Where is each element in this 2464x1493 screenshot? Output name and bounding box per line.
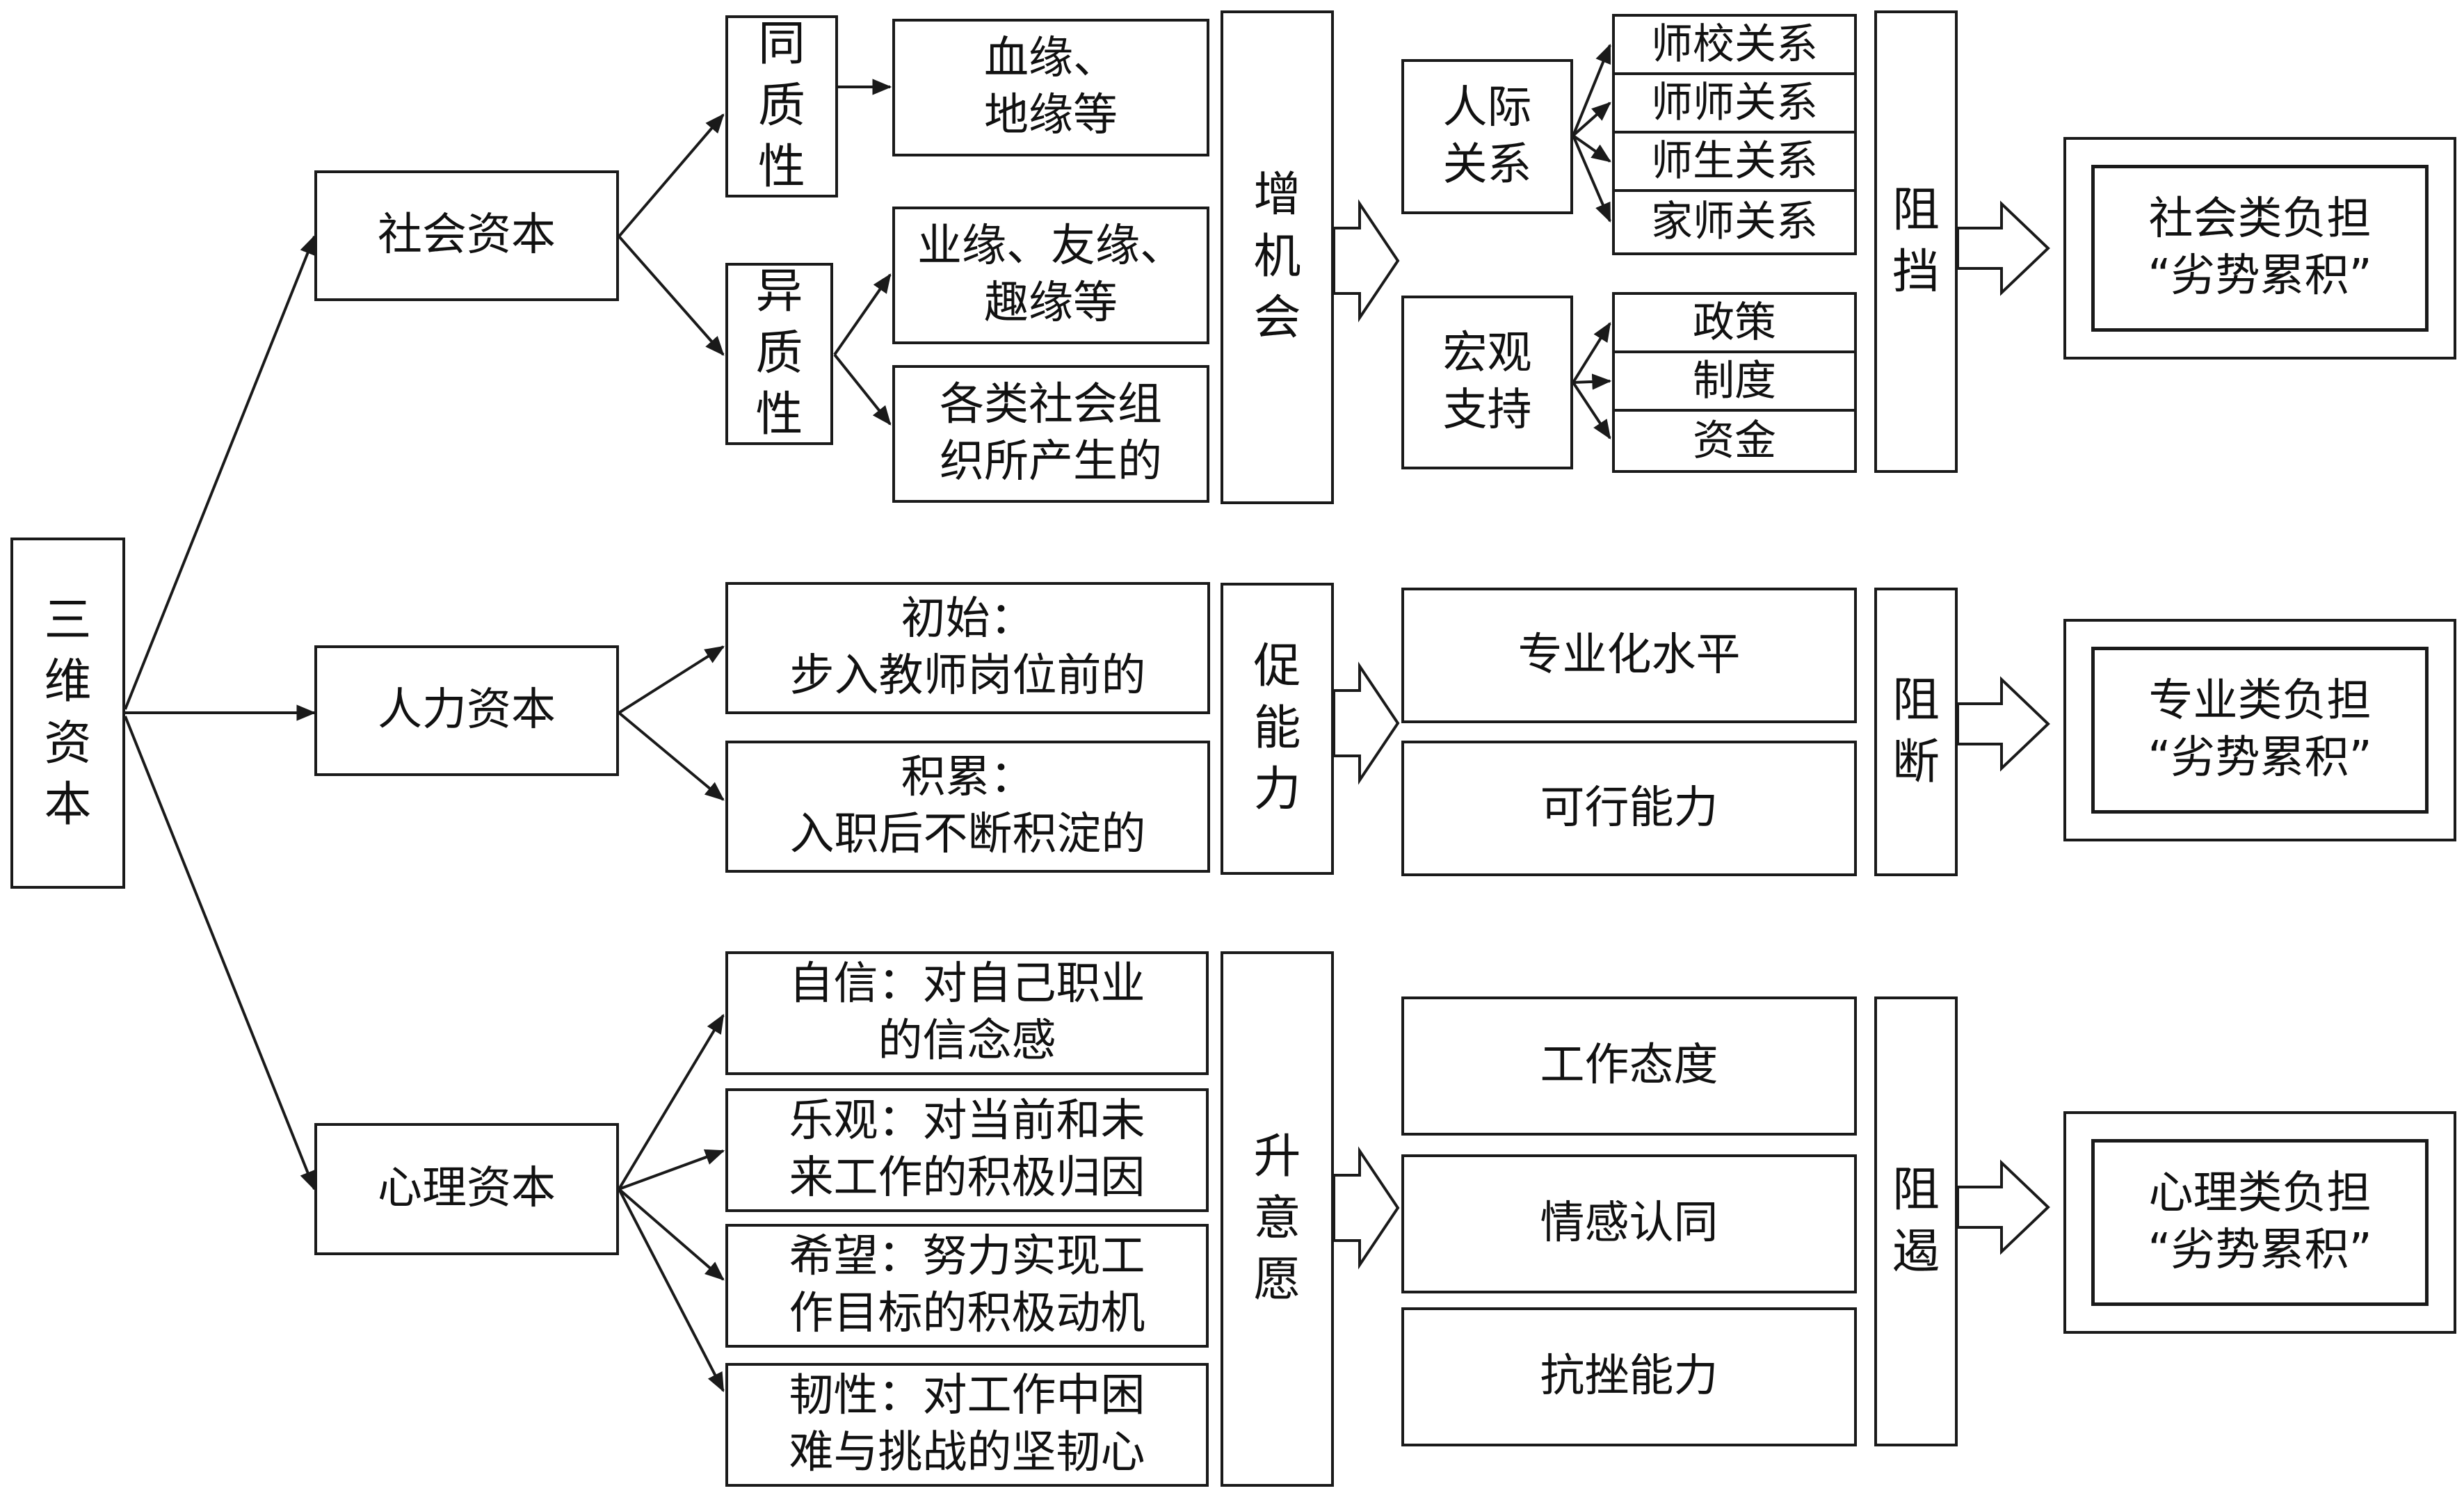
arrow-social-to-homogeneity [618,113,725,238]
arrow-root-to-psych [124,716,316,1191]
interpersonal-relations-node: 人际 关系 [1401,59,1573,214]
emotional-identity-node: 情感认同 [1401,1154,1857,1293]
arrow-root-to-social [124,234,316,710]
psychological-burden-node: 心理类负担 “劣势累积” [2091,1139,2429,1306]
accumulated-human-capital-node: 积累： 入职后不断积淀的 [725,741,1210,873]
resilience-ability-node: 抗挫能力 [1401,1307,1857,1446]
psychological-capital-node: 心理资本 [314,1123,619,1255]
social-burden-node: 社会类负担 “劣势累积” [2091,165,2429,332]
relation-teacher-teacher: 师师关系 [1612,72,1857,134]
block-arrow-human-barrier [1956,676,2050,772]
relation-family-teacher: 家师关系 [1612,189,1857,255]
block-arrow-social-barrier [1956,200,2050,296]
work-attitude-node: 工作态度 [1401,996,1857,1136]
initial-human-capital-node: 初始： 步入教师岗位前的 [725,582,1210,714]
arrow-psych-to-hope [618,1188,725,1281]
block-arrow-human-effect [1332,661,1400,785]
support-system: 制度 [1612,350,1857,412]
increase-opportunity-node: 增 机 会 [1221,10,1334,504]
arrow-heterogeneity-to-orgs [833,353,892,426]
professionalization-level-node: 专业化水平 [1401,588,1857,723]
root-three-dimensional-capital: 三 维 资 本 [10,538,125,889]
arrow-heterogeneity-to-work [833,273,892,356]
resilience-node: 韧性：对工作中困 难与挑战的坚韧心 [725,1363,1209,1487]
arrow-macro-3 [1572,381,1611,439]
block-arrow-social-effect [1332,199,1400,323]
macro-support-node: 宏观 支持 [1401,296,1573,469]
heterogeneity-node: 异 质 性 [725,263,833,445]
block-arrow-psych-effect [1332,1146,1400,1270]
arrow-interpersonal-3 [1572,134,1611,163]
arrow-macro-1 [1572,322,1611,384]
arrow-interpersonal-2 [1572,102,1611,137]
relation-school-teacher: 师校关系 [1612,14,1857,75]
blood-geo-ties-node: 血缘、 地缘等 [892,19,1209,156]
arrow-macro-2 [1572,373,1612,390]
hope-node: 希望：努力实现工 作目标的积极动机 [725,1224,1209,1348]
arrow-psych-to-resilience [618,1188,725,1393]
work-friend-interest-ties-node: 业缘、友缘、 趣缘等 [892,207,1209,344]
human-capital-node: 人力资本 [314,645,619,776]
confidence-node: 自信：对自己职业 的信念感 [725,951,1209,1075]
feasible-capability-node: 可行能力 [1401,741,1857,876]
support-funding: 资金 [1612,409,1857,473]
arrow-psych-to-confidence [618,1013,725,1191]
psychological-burden-outer-frame: 心理类负担 “劣势累积” [2063,1111,2456,1334]
arrow-interpersonal-1 [1572,43,1611,136]
homogeneity-node: 同 质 性 [725,15,838,197]
arrow-human-to-accumulated [618,711,725,801]
raise-willingness-node: 升 意 愿 [1221,951,1334,1487]
social-barrier-node: 阻 挡 [1874,10,1958,473]
arrow-psych-to-optimism [618,1149,725,1191]
relation-teacher-student: 师生关系 [1612,131,1857,192]
professional-burden-node: 专业类负担 “劣势累积” [2091,647,2429,814]
arrow-interpersonal-4 [1572,135,1611,223]
support-policy: 政策 [1612,292,1857,353]
psych-barrier-node: 阻 遏 [1874,996,1958,1446]
optimism-node: 乐观：对当前和未 来工作的积极归因 [725,1088,1209,1212]
arrow-human-to-initial [618,645,725,714]
social-capital-node: 社会资本 [314,170,619,301]
promote-ability-node: 促 能 力 [1221,583,1334,875]
professional-burden-outer-frame: 专业类负担 “劣势累积” [2063,619,2456,841]
social-burden-outer-frame: 社会类负担 “劣势累积” [2063,137,2456,360]
block-arrow-psych-barrier [1956,1159,2050,1255]
human-barrier-node: 阻 断 [1874,588,1958,876]
social-organizations-node: 各类社会组 织所产生的 [892,365,1209,503]
arrow-social-to-heterogeneity [618,235,725,356]
